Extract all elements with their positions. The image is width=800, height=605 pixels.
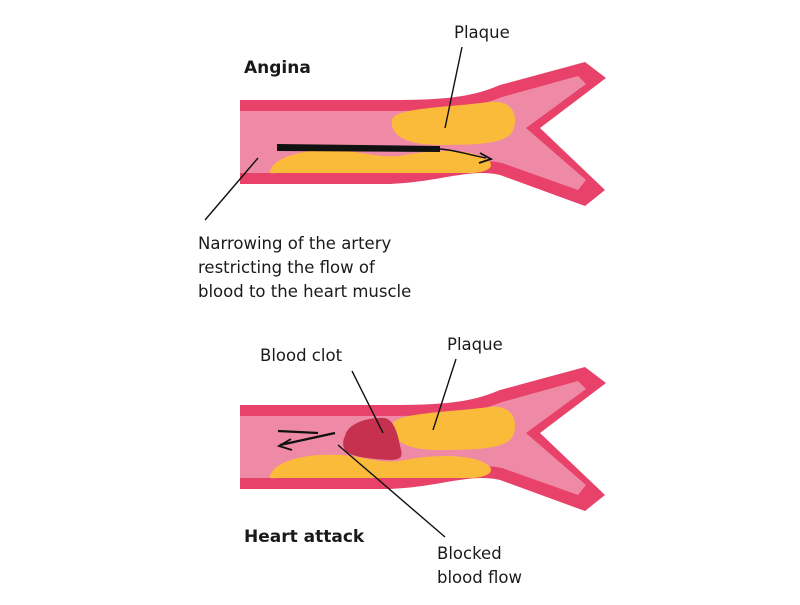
blocked-arrow-line-diag xyxy=(279,431,336,447)
blocked-arrow-line-top xyxy=(277,429,319,435)
angina-description-line-3: blood to the heart muscle xyxy=(198,282,411,301)
blocked-flow-arrow xyxy=(276,429,336,451)
angina-description-line-2: restricting the flow of xyxy=(198,258,376,277)
blocked-arrow-head xyxy=(276,438,293,451)
angina-plaque-label: Plaque xyxy=(454,23,510,42)
flow-arrow-head xyxy=(478,152,494,164)
heart-attack-plaque-leader xyxy=(432,358,457,431)
heart-attack-title: Heart attack xyxy=(244,527,365,547)
blood-clot-label: Blood clot xyxy=(260,346,343,365)
blocked-flow-label: Blocked blood flow xyxy=(437,544,522,587)
plaque-upper xyxy=(391,406,515,450)
flow-arrow xyxy=(276,144,494,164)
angina-plaque-leader xyxy=(444,46,463,129)
blood-clot-leader xyxy=(351,370,384,434)
angina-narrowing-leader xyxy=(204,157,259,221)
angina-description-line-1: Narrowing of the artery xyxy=(198,234,391,253)
heart-attack-section: Blood clot Plaque Heart attack Blocked b… xyxy=(240,335,606,587)
heart-attack-artery xyxy=(240,367,606,511)
blocked-flow-label-line-1: Blocked xyxy=(437,544,502,563)
angina-artery xyxy=(240,62,606,206)
flow-arrow-bar xyxy=(277,144,440,152)
heart-attack-plaque-label: Plaque xyxy=(447,335,503,354)
angina-description: Narrowing of the artery restricting the … xyxy=(198,234,411,301)
blood-clot xyxy=(343,417,402,460)
angina-section: Angina Plaque Narrowing of the artery re… xyxy=(198,23,606,301)
blocked-flow-leader xyxy=(337,444,446,538)
plaque-upper xyxy=(391,101,515,145)
angina-title: Angina xyxy=(244,58,311,78)
blocked-flow-label-line-2: blood flow xyxy=(437,568,522,587)
flow-arrow-line xyxy=(276,146,487,159)
plaque-lower xyxy=(270,150,491,174)
plaque-lower xyxy=(270,454,491,479)
